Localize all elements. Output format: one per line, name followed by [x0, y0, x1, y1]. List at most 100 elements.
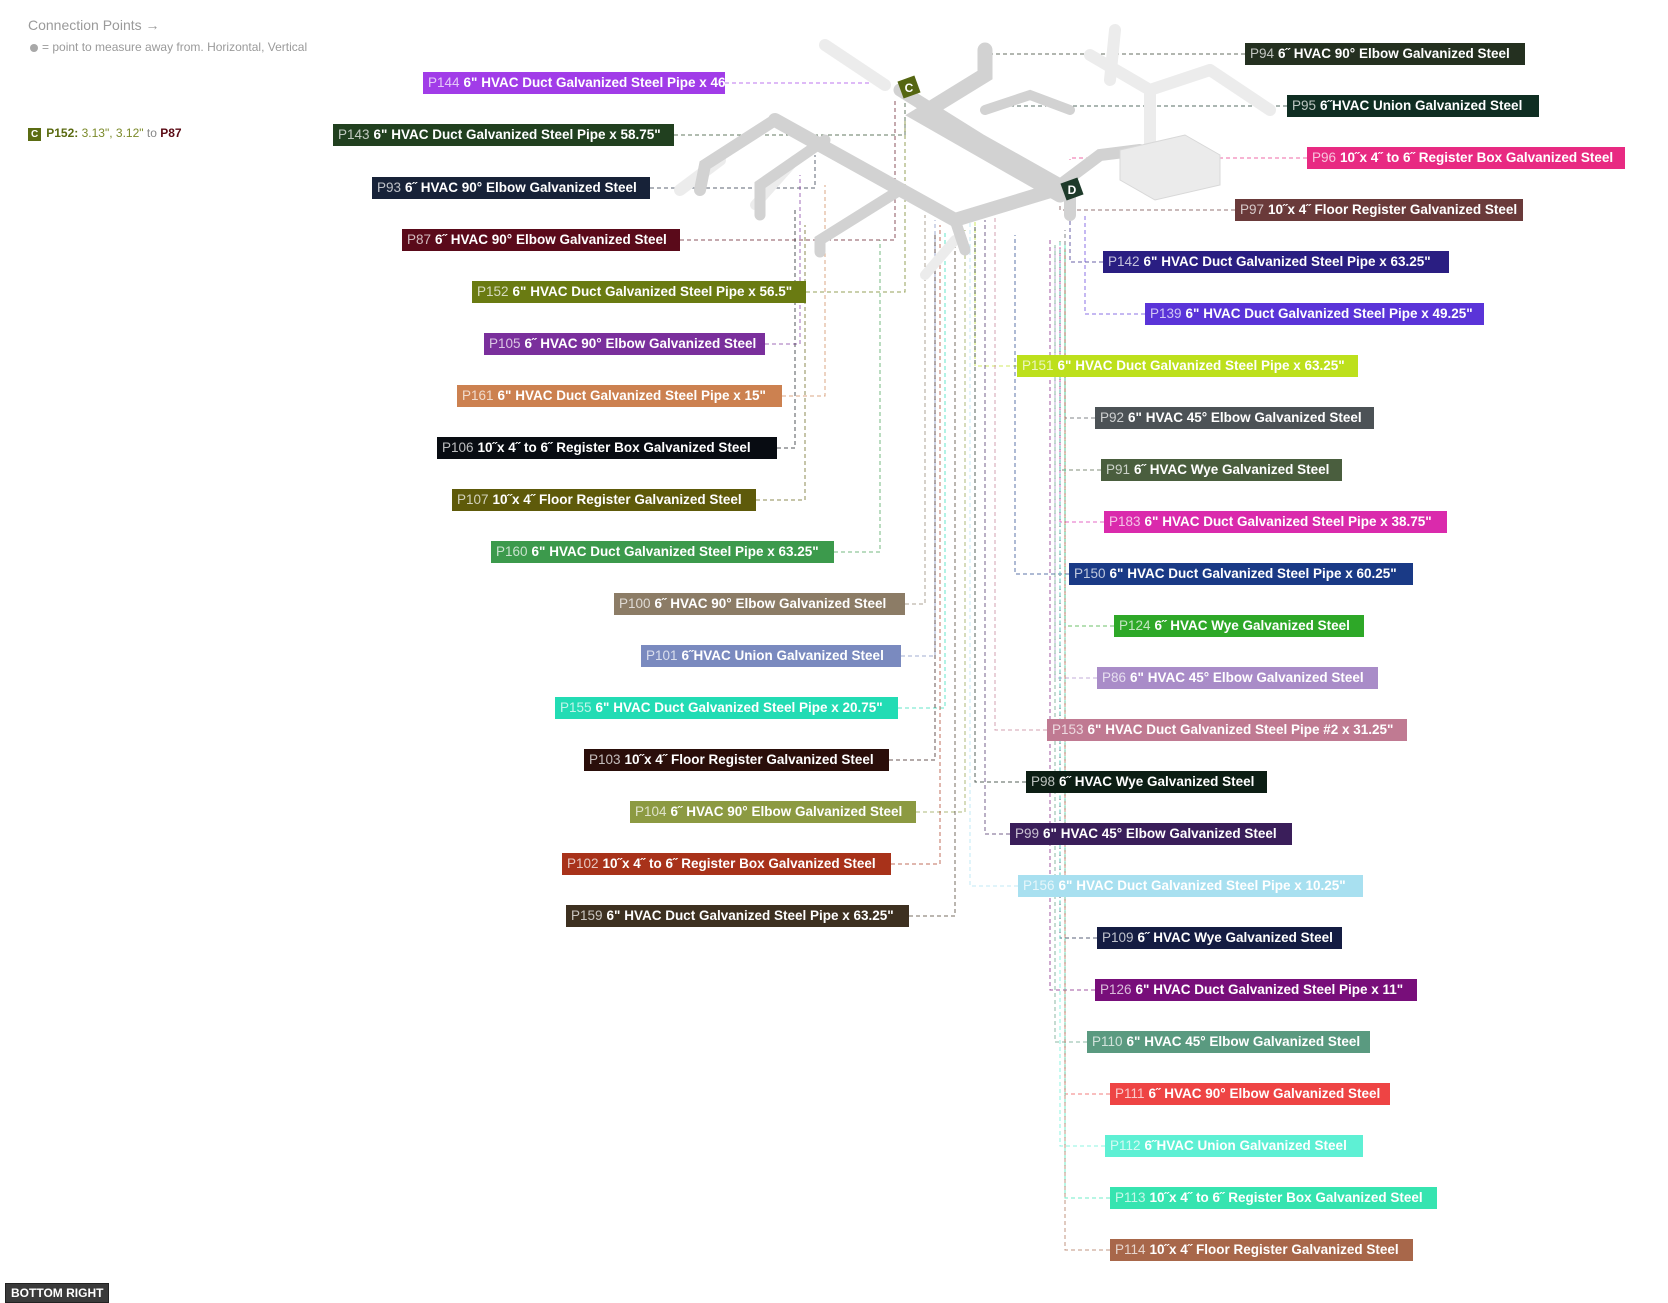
- part-id: P152: [477, 284, 509, 299]
- part-description: 10˝x 4˝ Floor Register Galvanized Steel: [1268, 202, 1518, 217]
- part-description: 6˝HVAC Union Galvanized Steel: [1144, 1138, 1347, 1153]
- connection-marker-d: D: [1060, 177, 1084, 201]
- leader-line-p104: [916, 230, 966, 813]
- connection-part: P152:: [46, 126, 79, 140]
- part-id: P86: [1102, 670, 1127, 685]
- part-id: P91: [1106, 462, 1131, 477]
- leader-line-p103: [889, 235, 936, 761]
- leader-line-p107: [756, 225, 806, 501]
- leader-line-p155: [898, 230, 946, 709]
- main-duct-segments: [694, 42, 1146, 258]
- part-id: P143: [338, 127, 370, 142]
- part-description: 10˝x 4˝ Floor Register Galvanized Steel: [1149, 1242, 1399, 1257]
- part-id: P95: [1292, 98, 1317, 113]
- leader-lines: [650, 53, 1307, 1251]
- part-id: P142: [1108, 254, 1140, 269]
- part-description: 6" HVAC Duct Galvanized Steel Pipe x 20.…: [595, 700, 883, 715]
- part-id: P113: [1115, 1190, 1146, 1205]
- part-description: 6˝ HVAC 90° Elbow Galvanized Steel: [405, 180, 637, 195]
- part-description: 6˝HVAC Union Galvanized Steel: [1320, 98, 1523, 113]
- leader-line-p159: [909, 225, 956, 917]
- part-description: 10˝x 4˝ Floor Register Galvanized Steel: [624, 752, 874, 767]
- leader-line-p86: [1054, 245, 1097, 679]
- part-description: 6" HVAC Duct Galvanized Steel Pipe #2 x …: [1087, 722, 1394, 737]
- part-id: P124: [1119, 618, 1151, 633]
- part-id: P183: [1109, 514, 1141, 529]
- part-description: 6" HVAC Duct Galvanized Steel Pipe x 10.…: [1058, 878, 1346, 893]
- part-id: P126: [1100, 982, 1132, 997]
- part-id: P107: [457, 492, 489, 507]
- connection-measure: 3.13", 3.12": [81, 126, 144, 140]
- part-description: 6˝ HVAC Wye Galvanized Steel: [1154, 618, 1350, 633]
- part-description: 10˝x 4˝ Floor Register Galvanized Steel: [492, 492, 742, 507]
- part-id: P160: [496, 544, 528, 559]
- connection-points-header[interactable]: Connection Points →: [28, 17, 160, 33]
- leader-line-p102: [891, 225, 941, 865]
- part-id: P87: [407, 232, 432, 247]
- legend-text: = point to measure away from. Horizontal…: [42, 40, 308, 54]
- part-description: 10˝x 4˝ to 6˝ Register Box Galvanized St…: [477, 440, 751, 455]
- part-description: 6" HVAC Duct Galvanized Steel Pipe x 63.…: [606, 908, 894, 923]
- part-description: 6" HVAC Duct Galvanized Steel Pipe x 15": [497, 388, 766, 403]
- part-id: P93: [377, 180, 402, 195]
- part-description: 6" HVAC 45° Elbow Galvanized Steel: [1130, 670, 1364, 685]
- marker-d-text: D: [1068, 183, 1077, 197]
- leader-line-p152: [806, 120, 906, 293]
- leader-line-p142: [1069, 215, 1103, 263]
- part-id: P153: [1052, 722, 1084, 737]
- part-description: 6˝ HVAC 90° Elbow Galvanized Steel: [670, 804, 903, 819]
- part-description: 10˝x 4˝ to 6˝ Register Box Galvanized St…: [1149, 1190, 1423, 1205]
- part-description: 6" HVAC Duct Galvanized Steel Pipe x 63.…: [1143, 254, 1431, 269]
- leader-line-p106: [777, 210, 796, 449]
- leader-line-p139: [1084, 215, 1145, 315]
- leader-line-p112: [1059, 240, 1105, 1147]
- view-position-button[interactable]: BOTTOM RIGHT: [5, 1283, 110, 1303]
- leader-line-p113: [1064, 245, 1110, 1199]
- part-description: 6˝ HVAC 90° Elbow Galvanized Steel: [654, 596, 887, 611]
- part-description: 6" HVAC Duct Galvanized Steel Pipe x 49.…: [1185, 306, 1473, 321]
- part-id: P159: [571, 908, 603, 923]
